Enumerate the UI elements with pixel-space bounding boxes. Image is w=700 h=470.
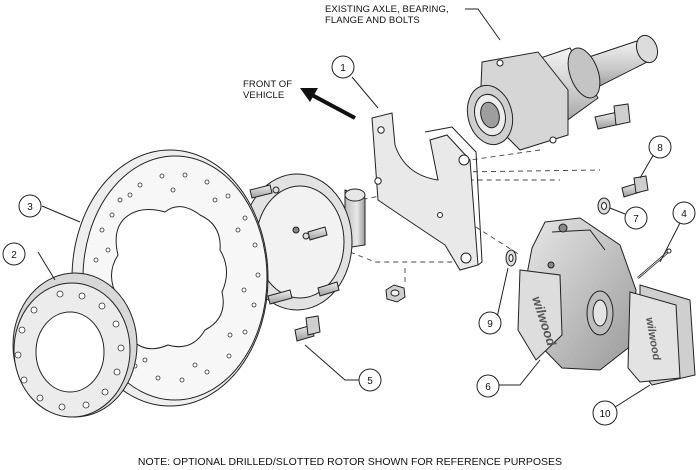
callout-1: 1	[331, 55, 355, 79]
axle-label-line1: EXISTING AXLE, BEARING,	[325, 4, 449, 15]
svg-text:5: 5	[367, 376, 373, 387]
callout-5: 5	[358, 368, 382, 392]
svg-text:7: 7	[633, 214, 639, 225]
caliper-washer	[597, 197, 611, 215]
callout-2: 2	[2, 242, 26, 266]
rotor-drill-holes	[93, 172, 261, 383]
mounting-bracket	[371, 112, 483, 271]
rotor-adapter-ring	[12, 272, 138, 418]
svg-text:10: 10	[599, 409, 611, 420]
ring-bolt-holes	[14, 290, 125, 411]
callout-6: 6	[476, 374, 500, 398]
svg-text:9: 9	[487, 319, 493, 330]
svg-text:6: 6	[485, 382, 491, 393]
wheel-studs	[221, 184, 340, 305]
shim-washer	[505, 249, 517, 267]
callout-4: 4	[672, 201, 696, 225]
callout-8: 8	[648, 135, 672, 159]
svg-text:3: 3	[27, 202, 33, 213]
axle-assembly	[466, 34, 659, 151]
svg-text:2: 2	[11, 250, 17, 261]
caliper: wilwood	[517, 217, 637, 371]
front-arrow	[300, 88, 356, 120]
callout-10: 10	[592, 400, 618, 426]
callout-7: 7	[624, 206, 648, 230]
svg-text:1: 1	[340, 63, 346, 74]
brake-pads: wilwood	[627, 284, 696, 386]
front-label-line2: VEHICLE	[243, 90, 284, 101]
axle-label-line2: FLANGE AND BOLTS	[325, 15, 420, 26]
caliper-bolt	[621, 175, 649, 198]
front-label-line1: FRONT OF	[243, 79, 292, 90]
svg-text:8: 8	[657, 143, 663, 154]
rotor-bolt	[294, 315, 321, 342]
rotor-hat	[221, 173, 366, 311]
svg-text:4: 4	[681, 209, 687, 220]
leader-lines	[37, 8, 681, 410]
callout-9: 9	[478, 311, 502, 335]
callout-3: 3	[18, 194, 42, 218]
reference-note: NOTE: OPTIONAL DRILLED/SLOTTED ROTOR SHO…	[138, 456, 562, 468]
cotter-pin	[637, 248, 672, 279]
lug-nut	[385, 284, 406, 303]
